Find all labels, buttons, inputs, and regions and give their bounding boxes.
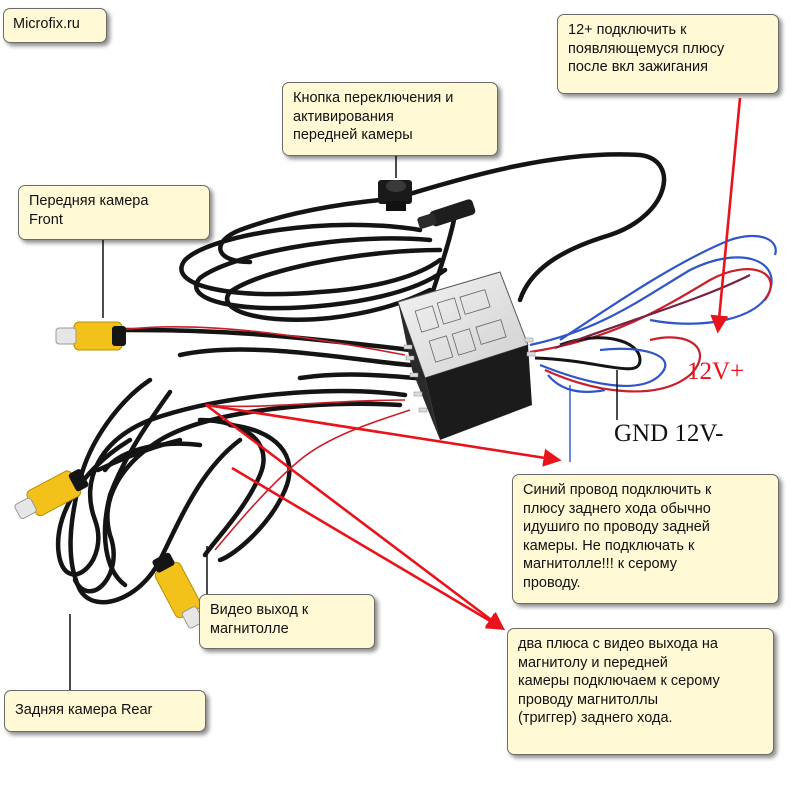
callout-switch-button: Кнопка переключения и активирования пере…: [282, 82, 498, 156]
callout-ignition-plus: 12+ подключить к появляющемуся плюсу пос…: [557, 14, 779, 94]
red-arrows: [205, 97, 742, 631]
callout-rear-camera: Задняя камера Rear: [4, 690, 206, 732]
rca-plug-rear: [14, 469, 89, 520]
callout-two-pluses: два плюса с видео выхода на магнитолу и …: [507, 628, 774, 755]
callout-blue-wire: Синий провод подключить к плюсу заднего …: [512, 474, 779, 604]
callout-front-camera: Передняя камера Front: [18, 185, 210, 240]
red-trigger-wires: [119, 326, 411, 551]
label-power-gnd: GND 12V-: [614, 420, 724, 447]
site-label: Microfix.ru: [3, 8, 107, 43]
inline-connector: [417, 199, 476, 229]
rca-plug-front: [55, 321, 126, 351]
label-power-plus: 12V+: [687, 358, 745, 385]
rca-plug-video-out: [152, 552, 204, 629]
black-cable-coils: [55, 152, 667, 605]
push-button-device: [378, 180, 412, 211]
callout-video-out: Видео выход к магнитолле: [199, 594, 375, 649]
callout-leader-lines: [69, 156, 618, 690]
switch-control-box: [397, 271, 536, 440]
power-harness: [529, 235, 777, 393]
